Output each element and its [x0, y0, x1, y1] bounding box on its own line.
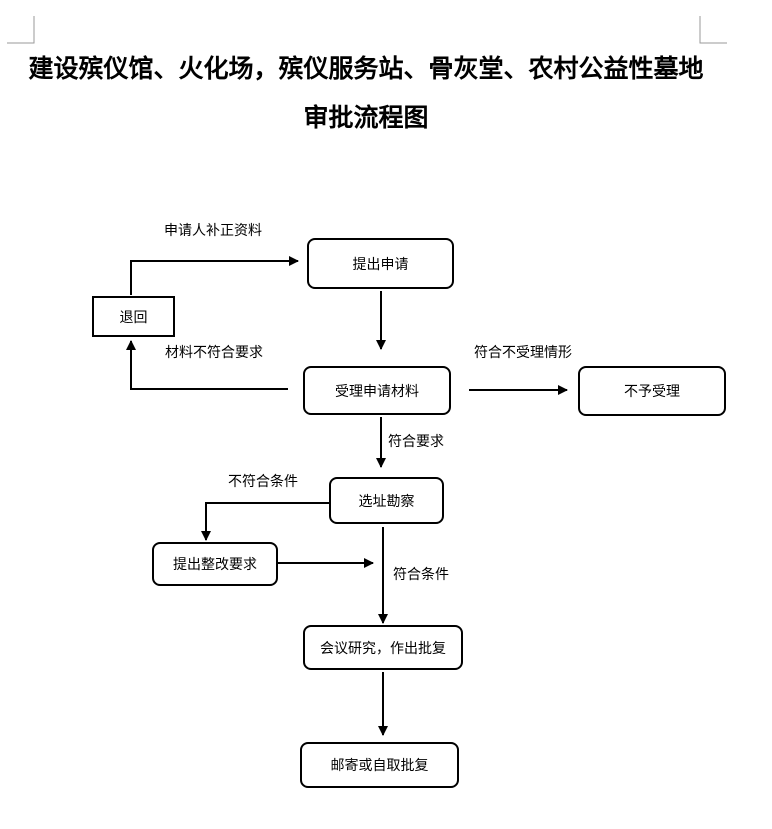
- arrow-accept-to-return: [126, 340, 288, 390]
- label-materials-not-meet: 材料不符合要求: [165, 345, 263, 361]
- node-accept-materials: 受理申请材料: [303, 366, 451, 415]
- node-rectification-request: 提出整改要求: [152, 542, 278, 586]
- label-meets-requirements: 符合要求: [388, 434, 444, 450]
- node-mail-or-pickup: 邮寄或自取批复: [300, 742, 459, 788]
- node-submit-application: 提出申请: [307, 238, 454, 289]
- label-conditions-met: 符合条件: [393, 567, 449, 583]
- label-conditions-not-met: 不符合条件: [228, 474, 298, 490]
- label-resubmit: 申请人补正资料: [164, 223, 262, 239]
- node-site-survey: 选址勘察: [329, 477, 444, 524]
- arrow-survey-to-rectify: [201, 502, 330, 541]
- page-corner-marks: [7, 16, 727, 44]
- page-title: 建设殡仪馆、火化场，殡仪服务站、骨灰堂、农村公益性墓地: [28, 54, 704, 83]
- label-not-accept-case: 符合不受理情形: [474, 345, 572, 361]
- arrow-return-to-submit: [130, 256, 299, 295]
- node-not-accepted: 不予受理: [578, 366, 726, 416]
- node-meeting-approval: 会议研究，作出批复: [303, 625, 463, 670]
- page-subtitle: 审批流程图: [303, 103, 429, 132]
- node-return: 退回: [92, 296, 175, 337]
